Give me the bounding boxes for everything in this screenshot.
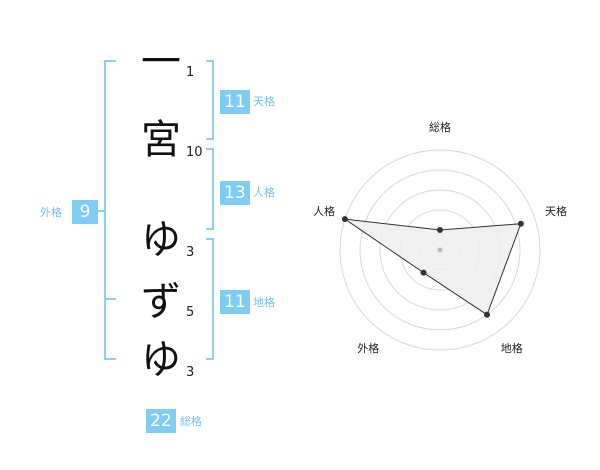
jinkaku-bracket-vertical	[212, 148, 214, 230]
radar-axis-label-0: 総格	[429, 121, 451, 134]
jinkaku-bracket-top	[206, 148, 214, 150]
name-char-1: 一	[141, 39, 181, 85]
jinkaku-score-badge: 13	[220, 181, 250, 205]
radar-point-2	[484, 311, 491, 318]
radar-axis-label-2: 地格	[500, 341, 523, 355]
gaikaku-bracket-connector	[94, 210, 104, 212]
radar-series-polygon	[344, 218, 522, 316]
name-char-5: ゆ	[141, 337, 181, 383]
gaikaku-label: 外格	[40, 206, 62, 219]
tenkaku-score-badge: 11	[220, 90, 250, 114]
gaikaku-bracket-top	[104, 60, 116, 62]
radar-point-4	[341, 216, 348, 223]
radar-ring-4	[359, 169, 521, 331]
soukaku-score-badge: 22	[146, 409, 176, 433]
radar-axis-label-1: 天格	[545, 205, 568, 219]
gaikaku-score-badge: 9	[72, 200, 98, 224]
jinkaku-bracket-bottom	[206, 228, 214, 230]
chikaku-bracket-top	[206, 238, 214, 240]
tenkaku-bracket-vertical	[212, 60, 214, 140]
radar-chart: 総格天格地格 外格 人格	[290, 110, 590, 390]
chikaku-label: 地格	[253, 296, 275, 309]
radar-center-dot	[437, 247, 443, 253]
radar-point-1	[517, 220, 524, 227]
radar-chart-svg	[339, 149, 541, 351]
tenkaku-bracket-bottom	[206, 138, 214, 140]
tenkaku-bracket-top	[206, 60, 214, 62]
stroke-count-2: 10	[186, 145, 203, 160]
stroke-count-4: 5	[186, 305, 195, 320]
tenkaku-label: 天格	[253, 95, 275, 108]
gaikaku-bracket-middle	[104, 298, 116, 300]
name-char-4: ず	[141, 279, 181, 325]
gaikaku-bracket-vertical	[104, 60, 106, 360]
name-char-2: 宮	[141, 117, 181, 163]
radar-point-3	[420, 269, 427, 276]
chikaku-score-badge: 11	[220, 290, 250, 314]
radar-point-0	[437, 227, 443, 233]
radar-ring-5	[339, 149, 541, 351]
chikaku-bracket-bottom	[206, 358, 214, 360]
name-char-3: ゆ	[141, 217, 181, 263]
radar-axis-label-3: 外格	[357, 341, 380, 355]
soukaku-label: 総格	[180, 415, 202, 428]
radar-axis-label-4: 人格	[312, 205, 335, 219]
chikaku-bracket-vertical	[212, 238, 214, 360]
stroke-count-3: 3	[186, 245, 195, 260]
gaikaku-bracket-bottom	[104, 358, 116, 360]
jinkaku-label: 人格	[253, 186, 275, 199]
stroke-count-5: 3	[186, 365, 195, 380]
stroke-count-1: 1	[186, 65, 195, 80]
